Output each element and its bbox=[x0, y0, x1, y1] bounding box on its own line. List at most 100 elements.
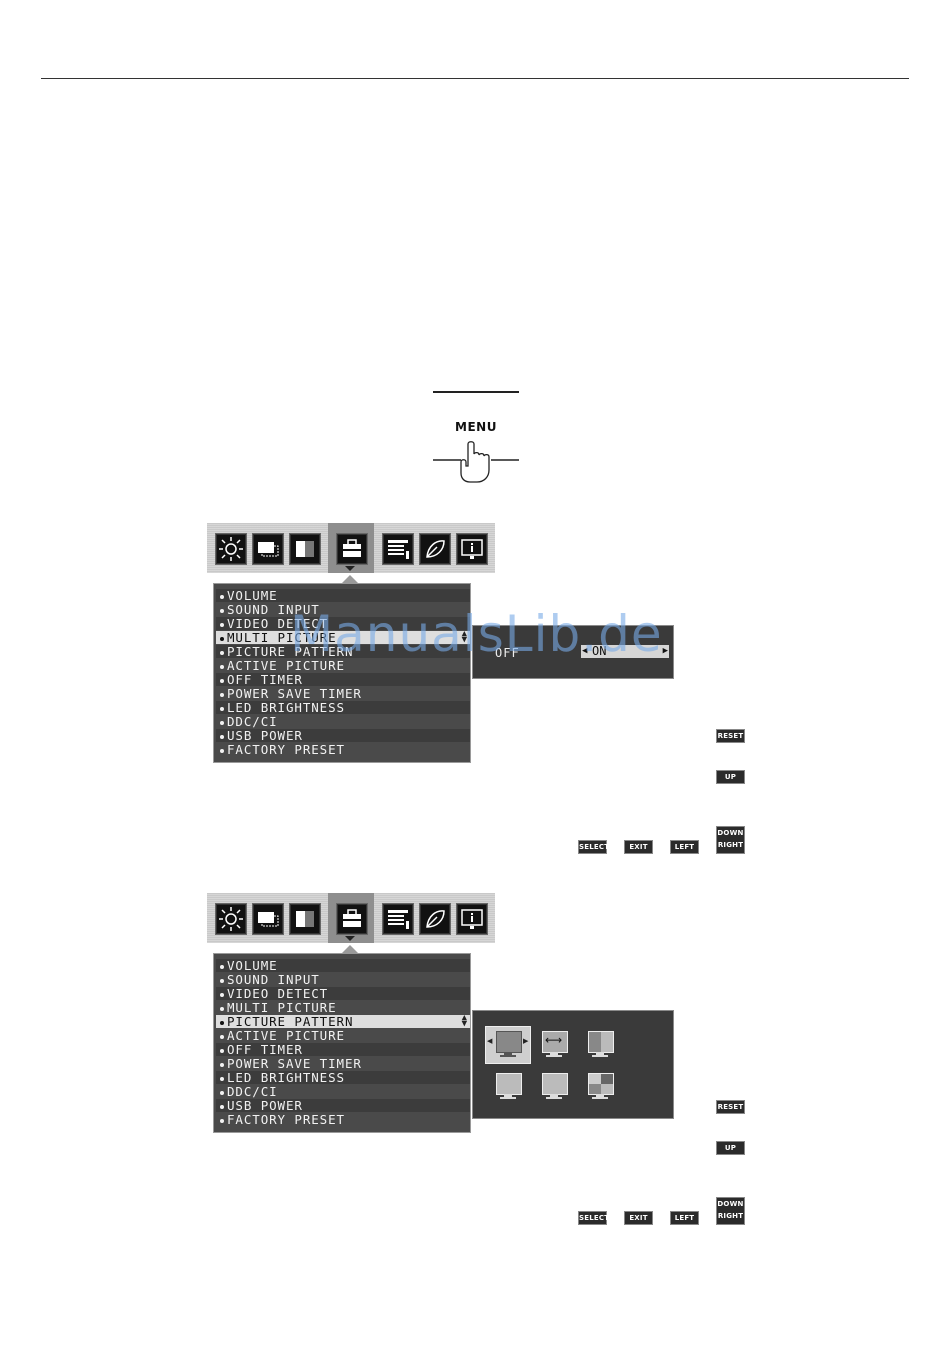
information-tab-icon[interactable] bbox=[456, 533, 488, 565]
up-down-arrows-icon: ▲▼ bbox=[461, 629, 468, 645]
pattern-side-by-side-icon[interactable]: ⟷ bbox=[539, 1029, 569, 1059]
bullet-icon bbox=[220, 748, 224, 753]
menu-item-label: MULTI PICTURE bbox=[227, 630, 337, 645]
osd-tab-bar bbox=[207, 893, 495, 943]
menu-item-picture-pattern[interactable]: PICTURE PATTERN ▲▼ bbox=[216, 1013, 470, 1029]
menu-item-video-detect[interactable]: VIDEO DETECT bbox=[216, 987, 470, 1000]
tools-tab-icon[interactable] bbox=[336, 903, 368, 935]
menu-item-label: POWER SAVE TIMER bbox=[227, 1056, 362, 1071]
menu-item-label: PICTURE PATTERN bbox=[227, 644, 354, 659]
menu-item-usb-power[interactable]: USB POWER bbox=[216, 1099, 470, 1112]
information-tab-icon[interactable] bbox=[456, 903, 488, 935]
menu-item-label: DDC/CI bbox=[227, 714, 278, 729]
exit-key: EXIT bbox=[624, 1211, 653, 1225]
menu-item-picture-pattern[interactable]: PICTURE PATTERN bbox=[216, 645, 470, 658]
menu-tools-tab-icon[interactable] bbox=[382, 533, 414, 565]
picture-pattern-submenu: ◀ ▶ ⟷ bbox=[472, 1010, 674, 1119]
osd-screen-multi-picture: VOLUME SOUND INPUT VIDEO DETECT MULTI PI… bbox=[207, 523, 677, 768]
up-key: UP bbox=[716, 1141, 745, 1155]
multi-picture-submenu: OFF ◀ ON ▶ bbox=[472, 625, 674, 679]
menu-item-label: FACTORY PRESET bbox=[227, 742, 345, 757]
down-right-key: DOWN RIGHT bbox=[716, 1197, 745, 1225]
right-key-label: RIGHT bbox=[717, 1212, 744, 1220]
tab-selected-arrow-icon bbox=[345, 936, 355, 941]
menu-item-off-timer[interactable]: OFF TIMER bbox=[216, 1043, 470, 1056]
right-key-label: RIGHT bbox=[717, 841, 744, 849]
menu-item-label: OFF TIMER bbox=[227, 1042, 303, 1057]
menu-item-sound-input[interactable]: SOUND INPUT bbox=[216, 603, 470, 616]
menu-item-label: VIDEO DETECT bbox=[227, 616, 329, 631]
menu-item-factory-preset[interactable]: FACTORY PRESET bbox=[216, 743, 470, 756]
menu-item-usb-power[interactable]: USB POWER bbox=[216, 729, 470, 742]
screen-tab-icon[interactable] bbox=[252, 533, 284, 565]
bullet-icon bbox=[220, 1062, 224, 1067]
menu-item-label: POWER SAVE TIMER bbox=[227, 686, 362, 701]
color-tab-icon[interactable] bbox=[289, 533, 321, 565]
menu-item-ddc-ci[interactable]: DDC/CI bbox=[216, 1085, 470, 1098]
brightness-tab-icon[interactable] bbox=[215, 533, 247, 565]
bullet-icon bbox=[220, 692, 224, 697]
pattern-left-arrow-icon: ◀ bbox=[487, 1037, 493, 1045]
bullet-icon bbox=[220, 650, 224, 655]
bullet-icon bbox=[220, 1076, 224, 1081]
exit-key: EXIT bbox=[624, 840, 653, 854]
pattern-single-icon[interactable] bbox=[493, 1029, 523, 1059]
menu-item-label: ACTIVE PICTURE bbox=[227, 1028, 345, 1043]
bullet-icon bbox=[220, 992, 224, 997]
up-down-arrows-icon: ▲▼ bbox=[461, 1013, 468, 1029]
pattern-quad-icon[interactable] bbox=[585, 1071, 615, 1101]
menu-item-multi-picture[interactable]: MULTI PICTURE ▲▼ bbox=[216, 629, 470, 645]
bullet-icon bbox=[220, 734, 224, 739]
header-rule bbox=[41, 78, 909, 79]
bullet-icon bbox=[220, 678, 224, 683]
screen-tab-icon[interactable] bbox=[252, 903, 284, 935]
eco-leaf-tab-icon[interactable] bbox=[419, 903, 451, 935]
menu-item-volume[interactable]: VOLUME bbox=[216, 589, 470, 602]
pattern-pip-top-right-icon[interactable] bbox=[539, 1071, 569, 1101]
menu-item-off-timer[interactable]: OFF TIMER bbox=[216, 673, 470, 686]
bullet-icon bbox=[220, 1118, 224, 1123]
menu-item-ddc-ci[interactable]: DDC/CI bbox=[216, 715, 470, 728]
down-right-key: DOWN RIGHT bbox=[716, 826, 745, 854]
menu-item-video-detect[interactable]: VIDEO DETECT bbox=[216, 617, 470, 630]
color-tab-icon[interactable] bbox=[289, 903, 321, 935]
selected-value: ON bbox=[592, 644, 607, 658]
pointing-finger-icon bbox=[433, 441, 519, 483]
menu-item-label: USB POWER bbox=[227, 728, 303, 743]
menu-item-label: PICTURE PATTERN bbox=[227, 1014, 354, 1029]
menu-item-power-save-timer[interactable]: POWER SAVE TIMER bbox=[216, 687, 470, 700]
brightness-tab-icon[interactable] bbox=[215, 903, 247, 935]
menu-item-factory-preset[interactable]: FACTORY PRESET bbox=[216, 1113, 470, 1126]
bullet-icon bbox=[220, 1048, 224, 1053]
menu-item-multi-picture[interactable]: MULTI PICTURE bbox=[216, 1001, 470, 1014]
bullet-icon bbox=[220, 964, 224, 969]
tools-tab-icon[interactable] bbox=[336, 533, 368, 565]
menu-tools-tab-icon[interactable] bbox=[382, 903, 414, 935]
pattern-pip-bottom-left-icon[interactable] bbox=[493, 1071, 523, 1101]
bullet-icon bbox=[220, 1104, 224, 1109]
menu-item-volume[interactable]: VOLUME bbox=[216, 959, 470, 972]
divider bbox=[433, 391, 519, 393]
menu-item-label: ACTIVE PICTURE bbox=[227, 658, 345, 673]
right-arrow-icon: ▶ bbox=[662, 646, 668, 656]
menu-item-led-brightness[interactable]: LED BRIGHTNESS bbox=[216, 701, 470, 714]
osd-tab-bar bbox=[207, 523, 495, 573]
pattern-split-icon[interactable] bbox=[585, 1029, 615, 1059]
eco-leaf-tab-icon[interactable] bbox=[419, 533, 451, 565]
menu-item-active-picture[interactable]: ACTIVE PICTURE bbox=[216, 1029, 470, 1042]
left-key: LEFT bbox=[670, 1211, 699, 1225]
bullet-icon bbox=[220, 720, 224, 725]
multi-picture-value-selector[interactable]: ◀ ON ▶ bbox=[581, 645, 669, 658]
menu-item-sound-input[interactable]: SOUND INPUT bbox=[216, 973, 470, 986]
menu-item-label: SOUND INPUT bbox=[227, 972, 320, 987]
menu-item-led-brightness[interactable]: LED BRIGHTNESS bbox=[216, 1071, 470, 1084]
osd-menu-list: VOLUME SOUND INPUT VIDEO DETECT MULTI PI… bbox=[213, 945, 471, 1133]
bullet-icon bbox=[220, 594, 224, 599]
menu-item-power-save-timer[interactable]: POWER SAVE TIMER bbox=[216, 1057, 470, 1070]
menu-item-active-picture[interactable]: ACTIVE PICTURE bbox=[216, 659, 470, 672]
bullet-icon bbox=[220, 636, 224, 641]
menu-item-label: VIDEO DETECT bbox=[227, 986, 329, 1001]
watermark: ManualsLib.de bbox=[290, 605, 663, 663]
reset-key: RESET bbox=[716, 1100, 745, 1114]
menu-item-label: DDC/CI bbox=[227, 1084, 278, 1099]
